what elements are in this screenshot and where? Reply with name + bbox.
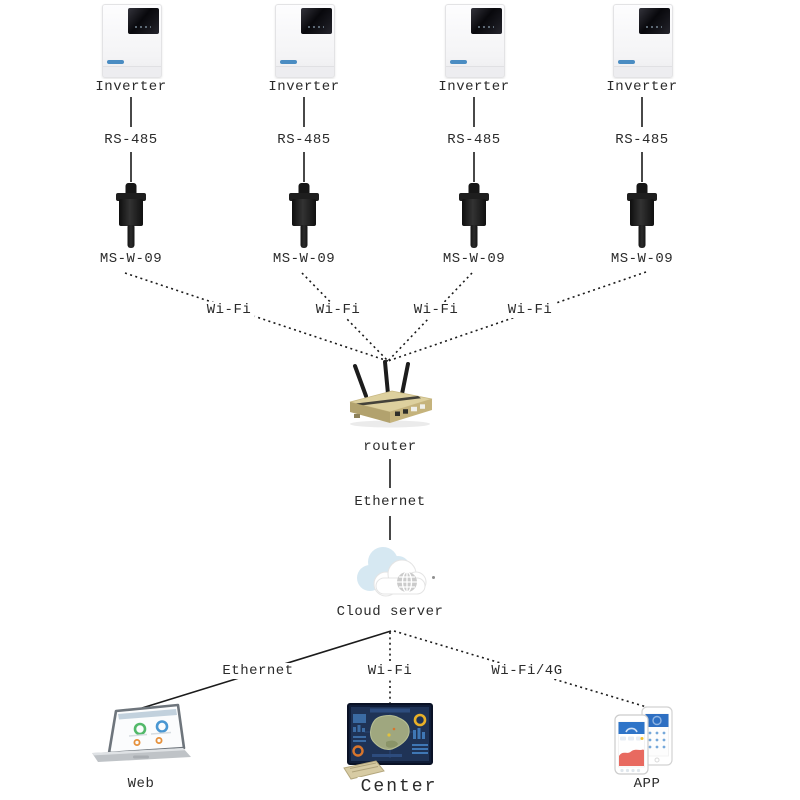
app-label: APP [630,776,664,792]
wifi-link-label: Wi-Fi [504,302,556,318]
inverter-column: Inverter RS-485 MS-W-09 [71,0,191,280]
wifi-adapter-icon [286,183,322,248]
router-icon [342,356,436,472]
cloud-server-icon [352,542,430,602]
wifi-link-label: Wi-Fi [312,302,364,318]
wifi-adapter-icon [113,183,149,248]
rs485-label: RS-485 [275,132,333,148]
adapter-label: MS-W-09 [270,251,338,267]
adapter-label: MS-W-09 [97,251,165,267]
wifi-4g-branch-label: Wi-Fi/4G [488,663,566,679]
inverter-brand-logo [280,60,297,64]
center-label: Center [357,777,441,797]
inverter-brand-logo [450,60,467,64]
inverter-icon [275,4,335,78]
phones-icon [612,706,682,776]
speck [432,576,435,579]
wifi-branch-label: Wi-Fi [364,663,416,679]
inverter-icon [613,4,673,78]
cloud-server-label: Cloud server [333,604,447,620]
adapter-label: MS-W-09 [440,251,508,267]
rs485-label: RS-485 [613,132,671,148]
laptop-icon [85,703,197,765]
inverter-column: Inverter RS-485 MS-W-09 [244,0,364,280]
web-label: Web [124,776,158,792]
inverter-label: Inverter [266,79,342,95]
inverter-label: Inverter [436,79,512,95]
wifi-adapter-icon [624,183,660,248]
rs485-label: RS-485 [445,132,503,148]
ethernet-branch-label: Ethernet [219,663,297,679]
inverter-brand-logo [107,60,124,64]
control-center-icon [342,702,438,782]
wifi-link-label: Wi-Fi [203,302,255,318]
wifi-adapter-icon [456,183,492,248]
ethernet-uplink-label: Ethernet [351,494,429,510]
inverter-label: Inverter [604,79,680,95]
router-label: router [360,439,420,455]
inverter-column: Inverter RS-485 MS-W-09 [414,0,534,280]
inverter-icon [102,4,162,78]
inverter-label: Inverter [93,79,169,95]
wifi-link-label: Wi-Fi [410,302,462,318]
inverter-icon [445,4,505,78]
adapter-label: MS-W-09 [608,251,676,267]
rs485-label: RS-485 [102,132,160,148]
inverter-brand-logo [618,60,635,64]
inverter-column: Inverter RS-485 MS-W-09 [582,0,702,280]
